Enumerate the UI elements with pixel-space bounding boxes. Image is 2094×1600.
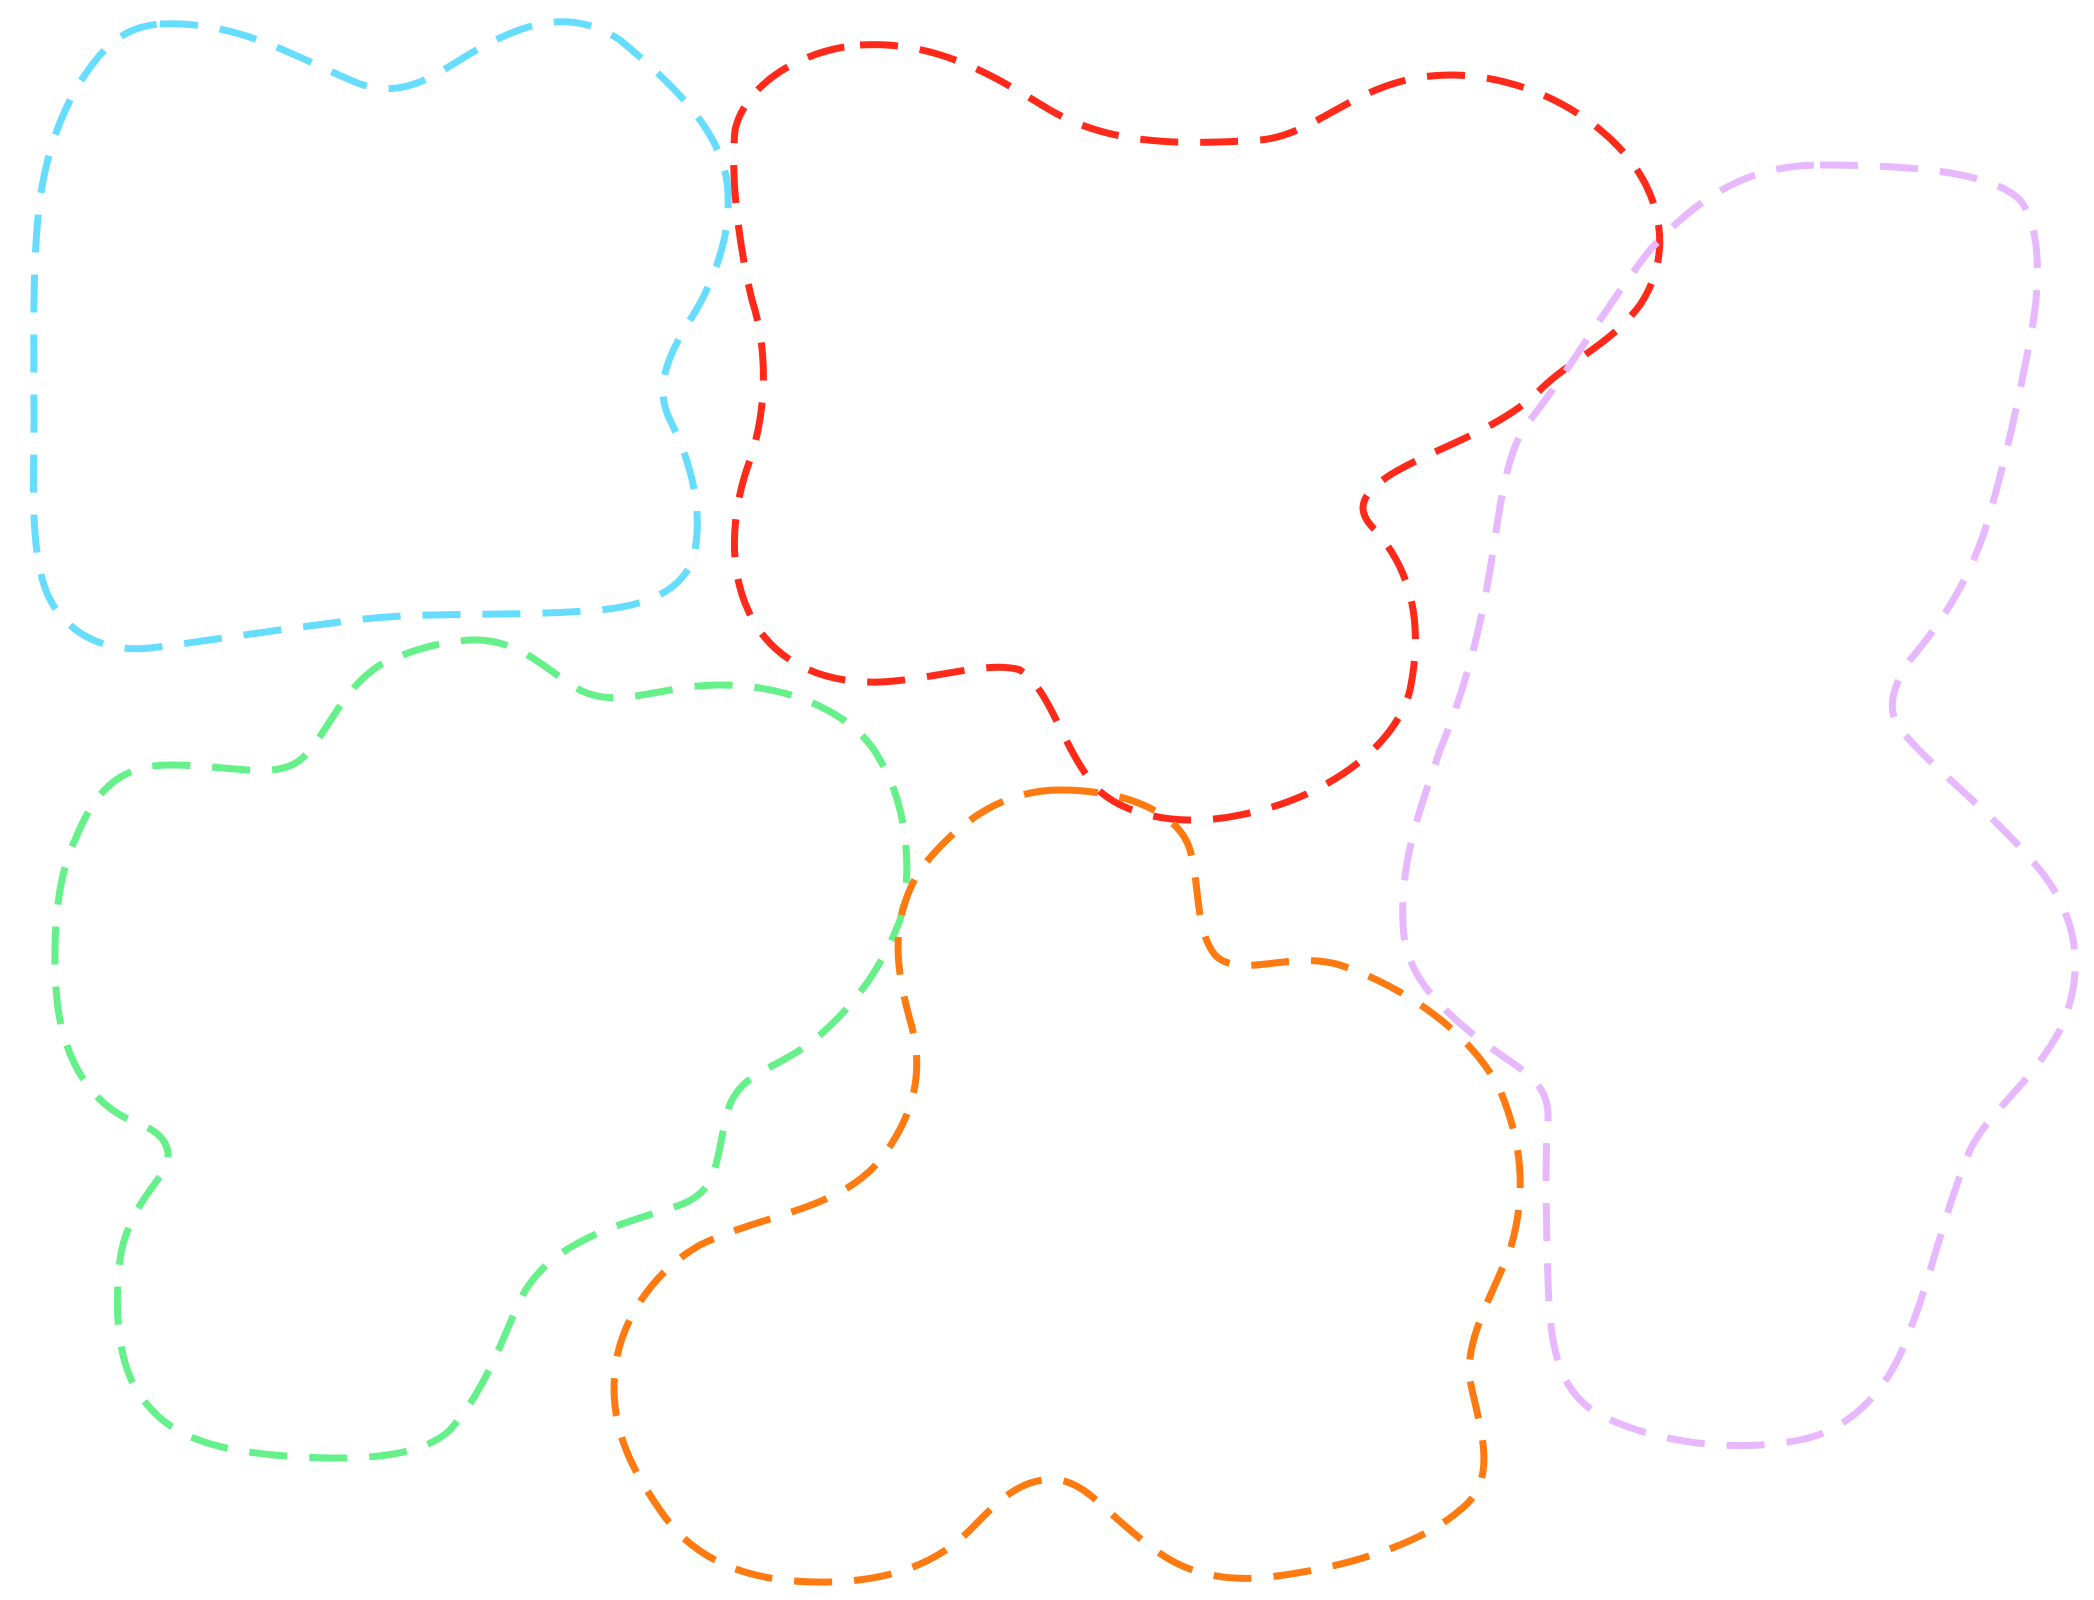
red-dashed-region [730, 41, 1664, 824]
violet-dashed-region [1399, 161, 2079, 1450]
orange-dashed-region [610, 786, 1524, 1586]
green-dashed-region [51, 636, 911, 1462]
cyan-dashed-region [29, 18, 732, 653]
